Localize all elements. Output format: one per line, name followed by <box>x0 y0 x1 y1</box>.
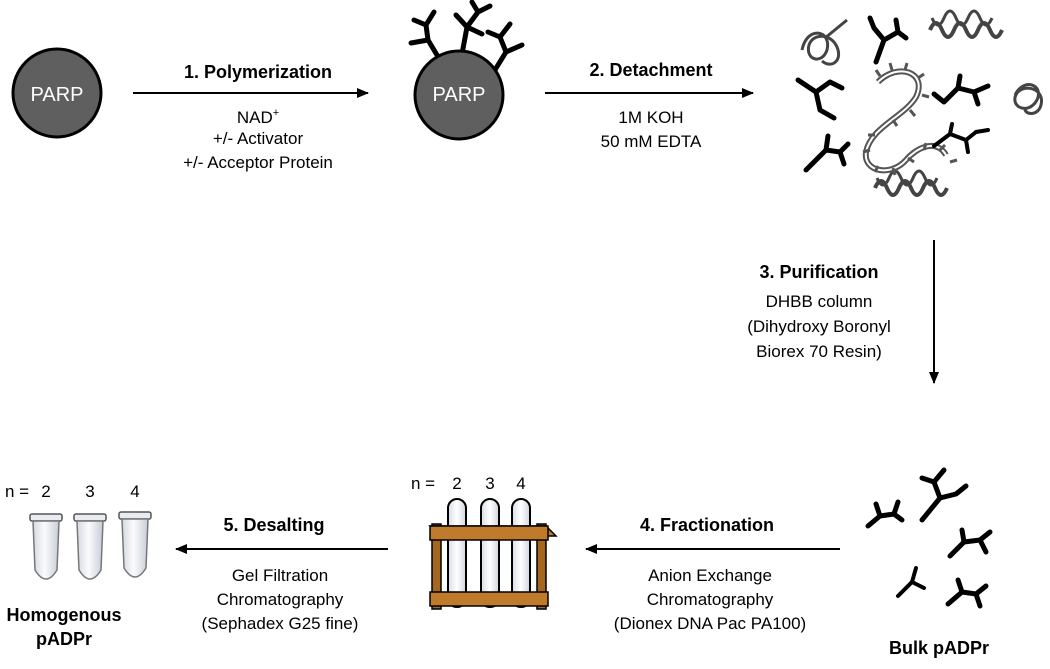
parp-polymerized: PARP <box>408 0 525 141</box>
step1-line-activator: +/- Activator <box>213 129 304 148</box>
test-tube <box>480 498 500 608</box>
step5-line-gel: Gel Filtration <box>232 566 328 585</box>
test-tube <box>447 498 467 608</box>
step3-line-column: DHBB column <box>766 292 873 311</box>
vial <box>29 513 63 580</box>
parp-protein: PARP <box>11 47 103 139</box>
rack-n-4: 4 <box>516 474 525 493</box>
step3-line-dihydroxy: (Dihydroxy Boronyl <box>747 317 891 336</box>
vial <box>73 513 107 580</box>
step3-line-biorex: Biorex 70 Resin) <box>756 342 882 361</box>
step5-line-sephadex: (Sephadex G25 fine) <box>202 614 359 633</box>
test-tube-rack: n = 2 3 4 <box>411 474 558 610</box>
vials-n-2: 2 <box>41 482 50 501</box>
rack-n-3: 3 <box>485 474 494 493</box>
step4-line-chromatography: Chromatography <box>647 590 774 609</box>
step1-line-nad: NAD+ <box>237 107 279 127</box>
step5-line-chromatography: Chromatography <box>217 590 344 609</box>
homogenous-label-line2: pADPr <box>36 629 92 649</box>
test-tube <box>511 498 531 608</box>
step2-line-edta: 50 mM EDTA <box>601 132 702 151</box>
vials-n-label: n = <box>5 482 29 501</box>
step2-title: 2. Detachment <box>589 60 712 80</box>
vials-n-3: 3 <box>85 482 94 501</box>
parp-label: PARP <box>31 84 84 106</box>
vials-n-4: 4 <box>130 482 139 501</box>
bulk-padpr-polymers <box>865 467 993 609</box>
parp-label-2: PARP <box>433 84 486 106</box>
step4-line-dionex: (Dionex DNA Pac PA100) <box>614 614 806 633</box>
bulk-label: Bulk pADPr <box>889 638 989 658</box>
step1-line-acceptor: +/- Acceptor Protein <box>183 153 333 172</box>
vial <box>118 511 152 578</box>
eppendorf-vials: n = 2 3 4 <box>5 482 152 580</box>
rack-n-label: n = <box>411 474 435 493</box>
homogenous-label-line1: Homogenous <box>7 605 122 625</box>
step3-title: 3. Purification <box>759 262 878 282</box>
step2-line-koh: 1M KOH <box>618 108 683 127</box>
rack-n-2: 2 <box>452 474 461 493</box>
detached-mixture <box>795 9 1043 197</box>
step1-title: 1. Polymerization <box>184 62 332 82</box>
step4-line-anion: Anion Exchange <box>648 566 772 585</box>
step4-title: 4. Fractionation <box>640 515 774 535</box>
step5-title: 5. Desalting <box>223 515 324 535</box>
